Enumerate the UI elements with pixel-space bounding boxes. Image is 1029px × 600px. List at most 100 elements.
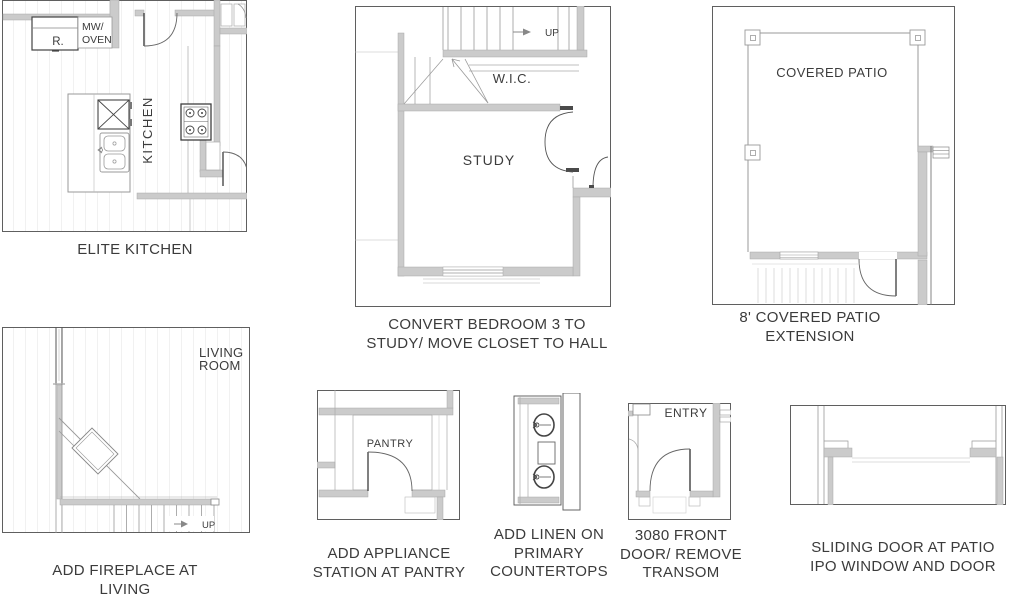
refrigerator-label: R.	[52, 36, 64, 48]
pantry-plan: PANTRY	[317, 390, 460, 520]
double-sink	[97, 132, 130, 173]
elite-kitchen-caption: ELITE KITCHEN	[35, 241, 235, 260]
pantry-floorplan-drawing: PANTRY	[317, 390, 460, 520]
living-room-label-line2: ROOM	[199, 358, 241, 373]
caption-line: STATION AT PANTRY	[312, 563, 466, 581]
closet-shelf-lines	[469, 64, 579, 72]
caption-line: CONVERT BEDROOM 3 TO	[388, 316, 586, 333]
study-caption: CONVERT BEDROOM 3 TO STUDY/ MOVE CLOSET …	[357, 316, 617, 353]
living-floorplan-drawing: UP LIVING ROOM	[2, 327, 250, 533]
linen-cabinet	[537, 441, 556, 465]
interior-floor-hatch	[752, 263, 860, 303]
up-arrow-icon	[513, 28, 531, 36]
linen-plan	[512, 393, 582, 512]
stairs-up-label: UP	[202, 520, 215, 531]
range-cooktop	[180, 103, 212, 141]
stairs-lower	[403, 57, 444, 105]
up-arrow-icon	[174, 520, 188, 528]
study-plan: UP	[355, 6, 611, 307]
sink-top	[532, 413, 555, 437]
counter-cabinet	[205, 141, 221, 171]
living-left-wall	[53, 327, 65, 533]
faucet-icon	[534, 422, 540, 428]
pantry-walls	[317, 390, 454, 520]
pantry-viewport-border	[317, 390, 460, 520]
microwave-oven-cabinet	[77, 16, 113, 49]
label-backplate	[168, 516, 214, 531]
pantry-door-arc	[367, 451, 413, 492]
covered-patio-floorplan-drawing: COVERED PATIO	[712, 6, 955, 305]
pantry-room-label: PANTRY	[367, 438, 414, 450]
microwave-label-line2: OVEN	[82, 34, 112, 46]
closet-label: W.I.C.	[493, 71, 531, 86]
study-room-label: STUDY	[463, 152, 515, 168]
study-walls	[397, 6, 611, 277]
study-viewport-border	[355, 6, 611, 307]
living-viewport-border	[2, 327, 250, 533]
living-bottom-wall	[59, 498, 218, 506]
refrigerator	[31, 16, 79, 52]
sliding-door-caption: SLIDING DOOR AT PATIO IPO WINDOW AND DOO…	[800, 539, 1006, 576]
patio-posts	[744, 29, 926, 161]
side-window	[932, 146, 950, 159]
elite-kitchen-plan: R. MW/ OVEN	[2, 0, 247, 232]
caption-line: PRIMARY	[513, 544, 585, 562]
double-door-arcs	[544, 106, 579, 188]
covered-patio-plan: COVERED PATIO	[712, 6, 955, 305]
sliding-door-floorplan-drawing	[790, 405, 1006, 505]
sink-bottom	[532, 465, 555, 489]
caption-line: ADD APPLIANCE	[327, 545, 451, 562]
patio-room-label: COVERED PATIO	[776, 65, 887, 80]
living-plan: UP LIVING ROOM	[2, 327, 250, 533]
jamb-steps	[824, 440, 996, 448]
kitchen-corner-arc	[237, 3, 247, 19]
study-floorplan-drawing: UP	[355, 6, 611, 307]
caption-line: IPO WINDOW AND DOOR	[810, 557, 996, 575]
caption-line: EXTENSION	[765, 327, 855, 345]
kitchen-viewport-border	[2, 0, 247, 232]
hall-cabinet	[404, 496, 436, 514]
patio-outline	[747, 32, 919, 252]
slope-indicator	[451, 58, 489, 104]
entry-viewport-border	[628, 403, 731, 520]
microwave-label-line1: MW/	[82, 21, 104, 33]
hall-door-arc	[589, 156, 609, 189]
caption-line: ELITE KITCHEN	[77, 241, 193, 258]
sidelight-windows	[719, 409, 731, 423]
caption-line: ADD FIREPLACE AT	[52, 562, 198, 579]
caption-line: TRANSOM	[642, 564, 720, 581]
front-door-caption: 3080 FRONT DOOR/ REMOVE TRANSOM	[581, 527, 781, 583]
linen-caption: ADD LINEN ON PRIMARY COUNTERTOPS	[449, 526, 649, 582]
sliding-walls	[823, 447, 1004, 505]
caption-line: DOOR/ REMOVE	[620, 545, 742, 563]
caption-line: 3080 FRONT	[634, 527, 728, 544]
wall-segment	[632, 403, 651, 416]
kitchen-top-door-arc	[143, 12, 178, 47]
covered-patio-caption: 8' COVERED PATIO EXTENSION	[710, 309, 910, 346]
faucet-icon	[534, 474, 540, 480]
kitchen-room-label: KITCHEN	[140, 96, 155, 164]
front-door-plan: ENTRY	[628, 403, 731, 520]
pantry-cabinet-lines	[334, 390, 448, 491]
wall-column	[562, 393, 581, 511]
caption-line: COUNTERTOPS	[490, 563, 608, 580]
sliding-viewport-border	[790, 405, 1006, 505]
linen-walls	[517, 397, 560, 504]
patio-window	[779, 251, 819, 260]
living-floor	[2, 327, 250, 533]
faucet-icon	[99, 148, 103, 152]
front-door-arc	[649, 448, 691, 492]
linen-floorplan-drawing	[513, 393, 581, 511]
caption-line: ADD LINEN ON	[493, 526, 605, 543]
study-window	[423, 266, 540, 284]
caption-line: STUDY/ MOVE CLOSET TO HALL	[366, 334, 608, 352]
patio-door-arc	[858, 252, 897, 297]
sliding-door-plan	[790, 405, 1006, 505]
kitchen-window-panels	[220, 3, 246, 27]
caption-line: LIVING	[99, 580, 151, 598]
caption-line: 8' COVERED PATIO	[739, 309, 881, 326]
entry-walls	[628, 403, 721, 498]
kitchen-bottom-door-arc	[222, 151, 247, 186]
entry-room-label: ENTRY	[665, 406, 708, 420]
dishwasher-x-box	[97, 99, 132, 130]
